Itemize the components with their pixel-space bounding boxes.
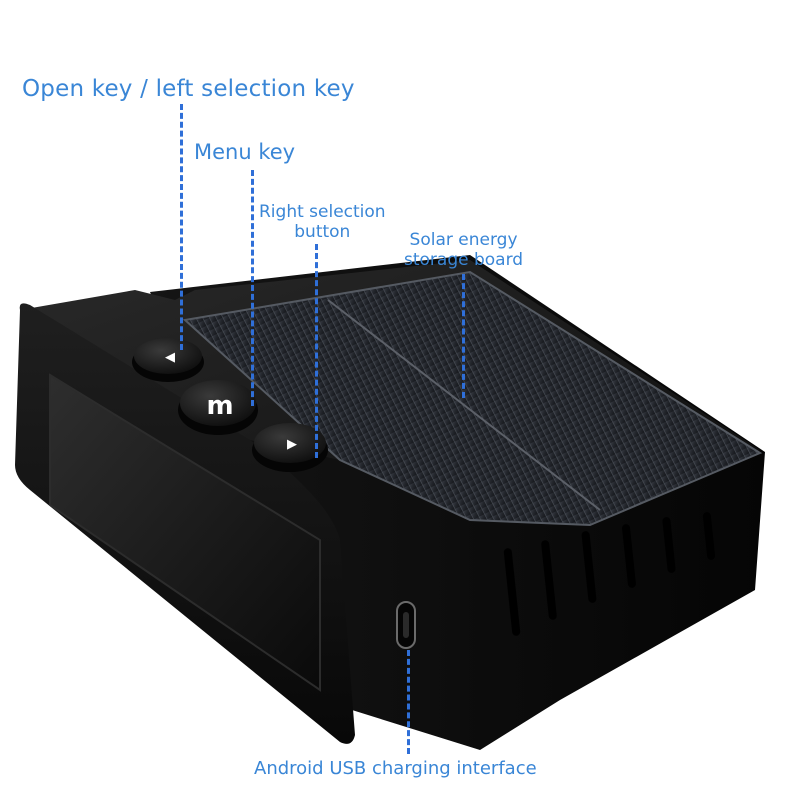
open-key-label: Open key / left selection key [22, 76, 355, 102]
right-selection-label-line2: button [294, 222, 351, 242]
menu-key-leader [251, 170, 254, 406]
usb-leader [407, 650, 410, 754]
right-button-leader [315, 244, 318, 458]
right-selection-label-line1: Right selection [259, 202, 386, 222]
open-key-leader [180, 104, 183, 350]
solar-panel [182, 270, 763, 527]
right-selection-button [252, 423, 328, 472]
usb-charging-label: Android USB charging interface [254, 758, 537, 779]
solar-leader [462, 274, 465, 398]
menu-m-icon: m [206, 391, 233, 421]
solar-board-label: Solar energy storage board [404, 230, 523, 270]
left-arrow-icon: ◀ [165, 350, 175, 365]
right-selection-label: Right selection button [259, 202, 386, 242]
side-vents [503, 512, 716, 636]
left-selection-button [132, 338, 204, 382]
display-screen [49, 373, 321, 692]
menu-key-label: Menu key [194, 140, 296, 164]
solar-board-label-line1: Solar energy [409, 230, 518, 250]
menu-button [178, 380, 258, 435]
solar-board-label-line2: storage board [404, 250, 524, 270]
right-arrow-icon: ▶ [287, 437, 297, 452]
